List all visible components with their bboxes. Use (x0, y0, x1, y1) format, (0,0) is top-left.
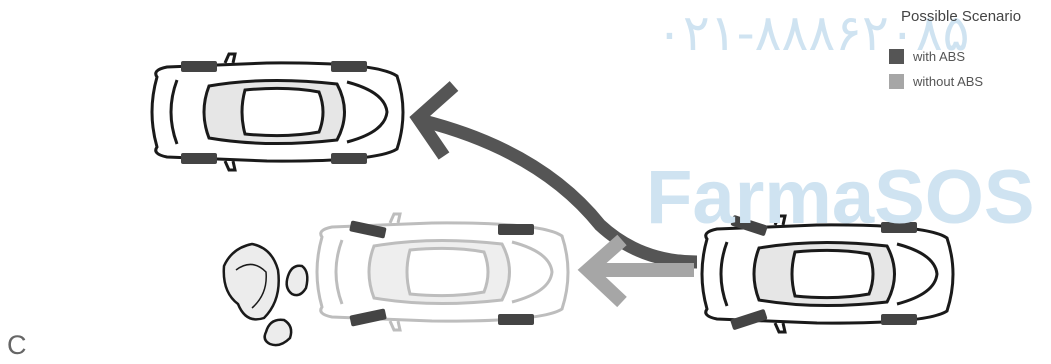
rock-obstacles (222, 242, 309, 347)
tire-rear-left (881, 222, 917, 233)
without-abs-arrowhead (577, 234, 627, 308)
tire-rear-left (498, 224, 534, 235)
legend-label-without-abs: without ABS (913, 73, 984, 89)
rock-small-top (285, 264, 309, 297)
with-abs-arrowhead (409, 81, 459, 160)
car-with-abs-result (150, 52, 405, 172)
rock-large-facet (235, 263, 267, 309)
tire-front-right (181, 153, 217, 164)
with-abs-path-arrow (418, 113, 698, 269)
legend-item-without-abs: without ABS (889, 73, 983, 89)
tire-front-left (730, 215, 768, 236)
tire-rear-left (331, 61, 367, 72)
tire-front-right (349, 308, 387, 327)
tire-rear-right (881, 314, 917, 325)
car-starting-position (700, 214, 955, 334)
tire-front-left (349, 220, 387, 239)
watermark-phone: ۰۲۱-۸۸۸۶۲۰۸۵ (656, 4, 970, 62)
legend-swatch-with-abs (889, 48, 904, 64)
tire-rear-right (498, 314, 534, 325)
legend-title: Possible Scenario (901, 8, 1022, 25)
panel-label: C (7, 330, 27, 360)
legend-item-with-abs: with ABS (889, 48, 965, 64)
legend-label-with-abs: with ABS (913, 48, 966, 64)
tire-rear-right (331, 153, 367, 164)
watermark-brand: FarmaSOS (646, 155, 1035, 240)
car-without-abs-result (315, 212, 570, 332)
legend-swatch-without-abs (889, 73, 904, 89)
tire-front-right (730, 309, 768, 330)
rock-large (222, 242, 280, 321)
tire-front-left (181, 61, 217, 72)
rock-small-bottom (263, 318, 293, 347)
